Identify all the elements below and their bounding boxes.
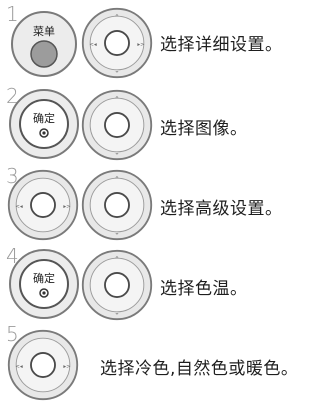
nav-wheel-icon: ⌃ ⌄ — [80, 248, 154, 322]
nav-wheel-icon: ⌃ ⌄ — [80, 88, 154, 162]
ok-label: 确定 — [33, 111, 55, 125]
step-1: 1 菜单 ⌃ ⌄ <◂ ▸> 选择详细设置。 — [0, 0, 333, 80]
step-number: 5 — [6, 322, 19, 346]
nav-wheel-icon: ⌃ ⌄ — [80, 168, 154, 242]
step-1-text: 选择详细设置。 — [160, 35, 283, 55]
svg-text:⌄: ⌄ — [114, 67, 119, 75]
svg-text:<◂: <◂ — [89, 42, 97, 48]
svg-text:⌃: ⌃ — [114, 175, 119, 183]
step-number: 2 — [6, 84, 19, 108]
step-3-text: 选择高级设置。 — [160, 199, 283, 219]
menu-label: 菜单 — [33, 25, 55, 38]
ok-button-icon: 确定 — [8, 248, 80, 320]
nav-wheel-lr-icon: <◂ ▸> — [6, 168, 80, 242]
svg-text:⌃: ⌃ — [114, 95, 119, 103]
svg-text:▸>: ▸> — [63, 364, 71, 370]
step-4: 4 确定 ⌃ ⌄ 选择色温。 — [0, 244, 333, 324]
nav-wheel-partial-icon: <◂ ▸> — [6, 328, 80, 402]
svg-text:⌃: ⌃ — [114, 255, 119, 263]
svg-text:⌄: ⌄ — [114, 149, 119, 157]
step-2-text: 选择图像。 — [160, 119, 248, 139]
nav-wheel-icon: ⌃ ⌄ <◂ ▸> — [80, 6, 154, 80]
ok-button-icon: 确定 — [8, 88, 80, 160]
step-5: 5 <◂ ▸> 选择冷色,自然色或暖色。 — [0, 322, 333, 406]
step-2: 2 确定 ⌃ ⌄ 选择图像。 — [0, 84, 333, 164]
svg-text:⌄: ⌄ — [114, 309, 119, 317]
svg-text:▸>: ▸> — [137, 42, 145, 48]
step-5-text: 选择冷色,自然色或暖色。 — [100, 359, 299, 379]
step-3: 3 <◂ ▸> ⌃ ⌄ 选择高级设置。 — [0, 164, 333, 244]
step-number: 1 — [6, 2, 19, 26]
menu-button-icon: 菜单 — [10, 10, 78, 78]
svg-text:<◂: <◂ — [15, 364, 23, 370]
svg-text:⌄: ⌄ — [114, 229, 119, 237]
svg-text:▸>: ▸> — [63, 204, 71, 210]
ok-label: 确定 — [33, 271, 55, 285]
svg-text:<◂: <◂ — [15, 204, 23, 210]
svg-text:⌃: ⌃ — [114, 13, 119, 21]
step-number: 4 — [6, 244, 19, 268]
step-number: 3 — [6, 164, 19, 188]
step-4-text: 选择色温。 — [160, 279, 248, 299]
